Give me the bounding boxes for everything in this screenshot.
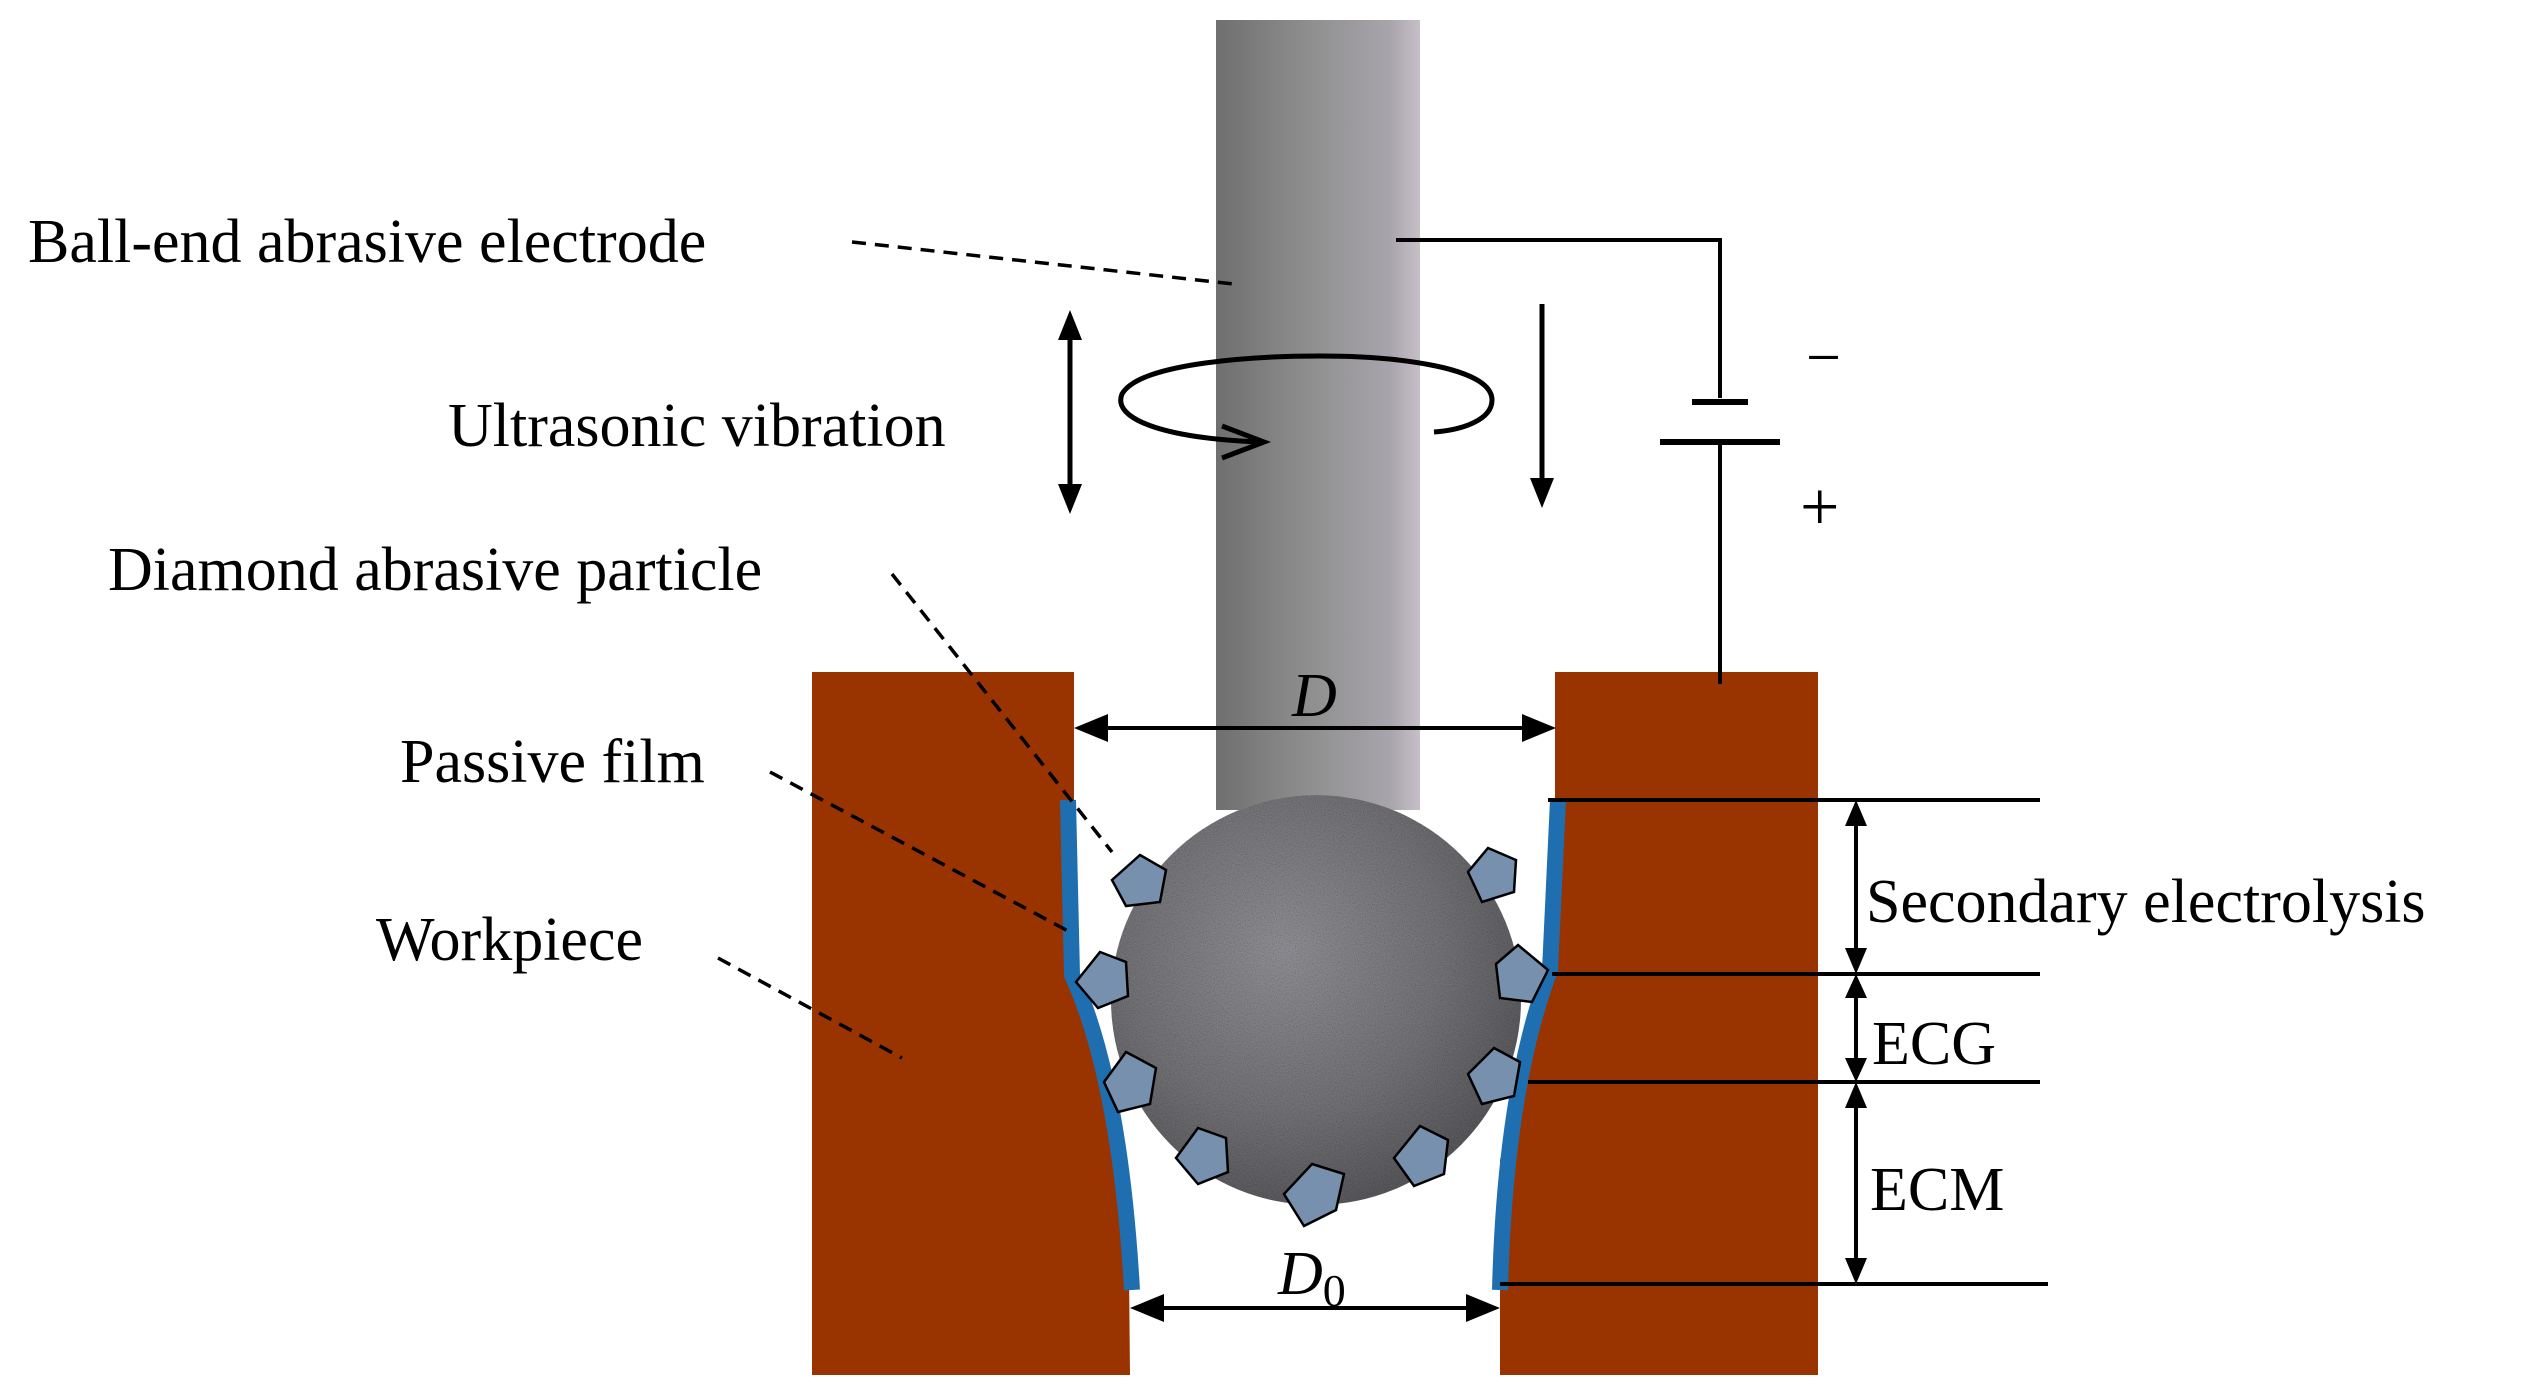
diamond-particle [1102,1050,1158,1114]
label-workpiece: Workpiece [376,906,643,974]
passive-film-left [1060,799,1140,1291]
leader-particle [890,572,1114,854]
diamond-particle [1494,943,1550,1004]
passive-film-right [1492,799,1566,1291]
leader-electrode [851,240,1235,286]
diamond-particle [1074,950,1130,1010]
zone-secondary-label: Secondary electrolysis [1866,868,2426,936]
diamond-particle [1174,1126,1230,1186]
label-vibration: Ultrasonic vibration [448,392,946,460]
vibration-arrow [1058,310,1082,514]
feed-arrow [1530,304,1554,508]
leader-passive-film [769,770,1071,934]
diamond-particle [1282,1162,1346,1228]
rotation-arrow [1118,353,1495,461]
diamond-particle [1466,1046,1522,1106]
dimension-d-label: D [1291,662,1337,730]
dimension-d0-subscript: 0 [1323,1265,1346,1316]
label-passive-film: Passive film [400,728,705,796]
dimension-d0 [1130,1294,1500,1322]
zone-arrows [1845,800,1867,1284]
diamond-particle [1110,853,1168,908]
workpiece-right-block [1500,672,1818,1375]
wire-top [1396,238,1722,398]
plus-sign: + [1800,469,1839,546]
abrasive-particles [1074,846,1550,1228]
electrode-shaft [1216,20,1420,810]
zone-ecm-label: ECM [1870,1156,2004,1224]
diamond-particle [1392,1124,1450,1188]
leader-workpiece [717,956,903,1060]
dimension-d0-label: D0 [1277,1240,1346,1316]
label-electrode: Ball-end abrasive electrode [28,208,706,276]
zone-lines [1500,798,2048,1286]
label-particle: Diamond abrasive particle [108,536,762,604]
dimension-d [1074,714,1556,742]
diamond-particle [1466,846,1518,904]
minus-sign: − [1806,324,1841,392]
power-supply [1396,238,1780,684]
passive-film [1060,799,1566,1291]
electrode-ball [1111,795,1521,1205]
leader-lines [717,240,1235,1060]
workpiece-left-block [812,672,1130,1375]
workpiece [812,672,1818,1375]
zone-ecg-label: ECG [1872,1010,1996,1078]
